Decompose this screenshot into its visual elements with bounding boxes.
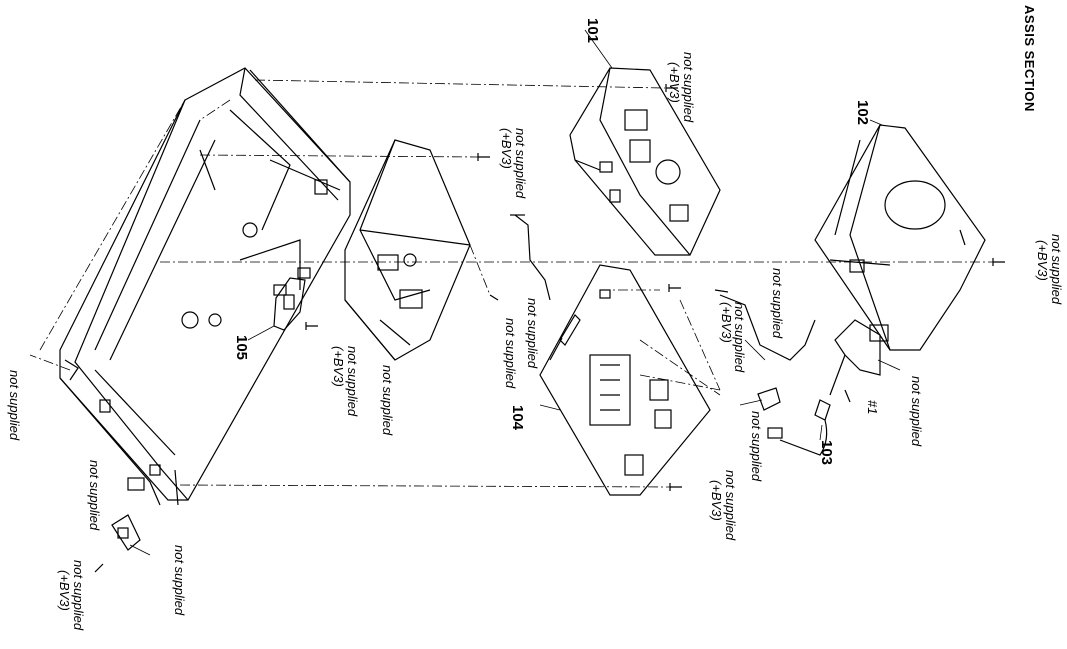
- note-not-supplied: not supplied: [525, 298, 540, 369]
- note-not-supplied: not supplied: [909, 376, 924, 447]
- section-title: ASSIS SECTION: [1022, 5, 1037, 112]
- note-bv3: (+BV3): [667, 62, 682, 103]
- note-bv3: (+BV3): [331, 346, 346, 387]
- ref-hash-1: #1: [865, 400, 880, 414]
- wire-harness: [510, 214, 816, 361]
- note-not-supplied: not supplied: [770, 268, 785, 339]
- note-not-supplied: not supplied: [749, 411, 764, 482]
- note-not-supplied: not supplied: [87, 460, 102, 531]
- leader-lines: [129, 29, 901, 556]
- part-104: [539, 264, 711, 496]
- middle-bracket: [344, 139, 471, 361]
- part-102: [814, 124, 986, 351]
- note-bv3: (+BV3): [57, 570, 72, 611]
- note-not-supplied: not supplied: [681, 52, 696, 123]
- note-bv3: (+BV3): [719, 302, 734, 343]
- note-not-supplied: not supplied: [345, 346, 360, 417]
- part-number-101: 101: [584, 18, 601, 43]
- note-not-supplied: not supplied: [732, 302, 747, 373]
- note-not-supplied: not supplied: [503, 318, 518, 389]
- part-101: [569, 67, 721, 256]
- alignment-lines: [29, 79, 993, 488]
- note-not-supplied: not supplied: [513, 128, 528, 199]
- note-bv3: (+BV3): [1035, 240, 1050, 281]
- note-not-supplied: not supplied: [723, 470, 738, 541]
- note-not-supplied: not supplied: [71, 560, 86, 631]
- main-chassis: [59, 67, 351, 506]
- drawing-lines: [59, 67, 1005, 573]
- part-number-104: 104: [509, 405, 526, 431]
- bottom-connector: [111, 514, 141, 551]
- part-number-102: 102: [854, 100, 871, 125]
- part-number-103: 103: [818, 440, 835, 465]
- note-not-supplied: not supplied: [7, 370, 22, 441]
- note-not-supplied: not supplied: [172, 545, 187, 616]
- note-not-supplied: not supplied: [380, 365, 395, 436]
- part-number-105: 105: [233, 335, 250, 360]
- note-not-supplied: not supplied: [1049, 234, 1064, 305]
- right-connector: [757, 387, 781, 411]
- part-103: [767, 319, 881, 456]
- screws: [94, 84, 1005, 573]
- note-bv3: (+BV3): [499, 128, 514, 169]
- note-bv3: (+BV3): [709, 480, 724, 521]
